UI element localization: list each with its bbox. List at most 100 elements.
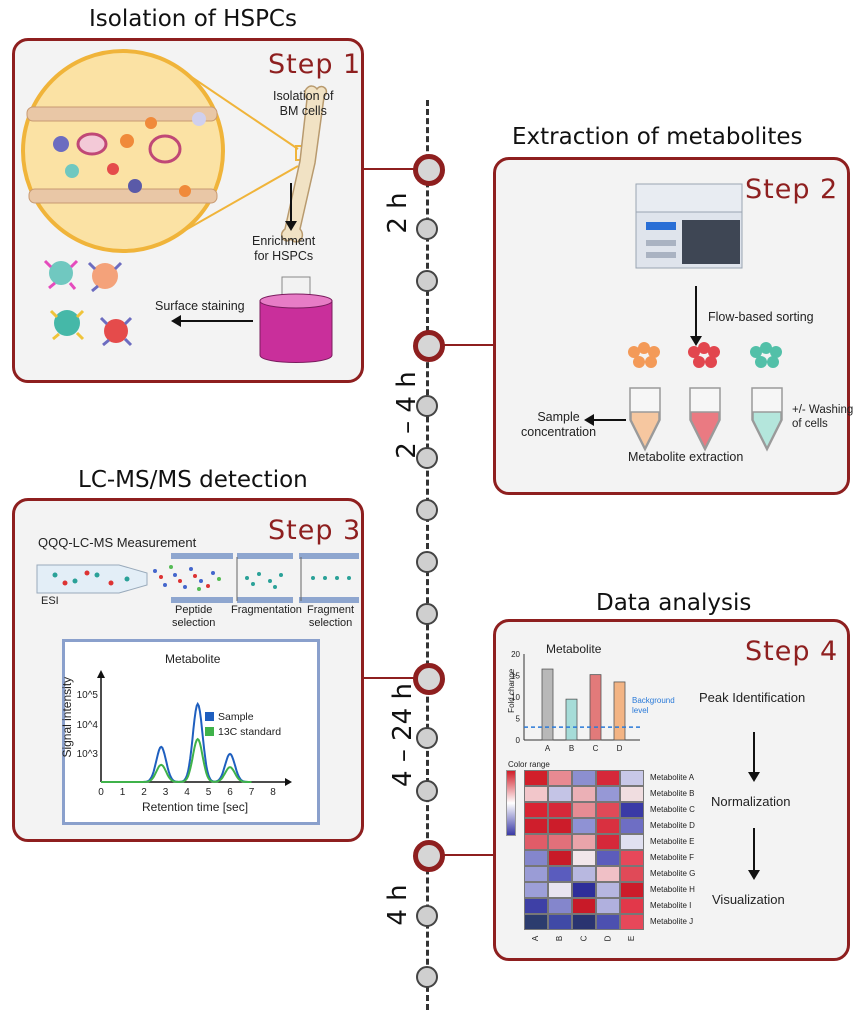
x-tick-label: 6 [227, 787, 233, 798]
heatmap-row-label: Metabolite H [650, 885, 695, 894]
workflow-step-visualization: Visualization [712, 892, 785, 907]
heatmap-cell [572, 882, 596, 898]
step4-label: Step 4 [745, 636, 839, 667]
heatmap-cell [572, 770, 596, 786]
step1-title: Isolation of HSPCs [89, 6, 297, 32]
heatmap-row-label: Metabolite I [650, 901, 692, 910]
heatmap-cell [548, 818, 572, 834]
step3-panel: Step 3 QQQ-LC-MS Measurement ESI Peptide… [12, 498, 364, 842]
chromatogram-xlabel: Retention time [sec] [142, 800, 249, 814]
heatmap-row-label: Metabolite B [650, 789, 695, 798]
mass-spec-illustration [36, 553, 359, 603]
heatmap-cell [572, 914, 596, 930]
heatmap-cell [620, 834, 644, 850]
heatmap-cell [620, 882, 644, 898]
heatmap-color-scale [506, 770, 516, 836]
connector-step2 [443, 344, 495, 346]
x-tick-label: 4 [184, 787, 190, 798]
heatmap-cell [524, 834, 548, 850]
y-axis-arrow [97, 670, 105, 678]
y-tick-label: 10^5 [77, 690, 99, 701]
timeline-node [416, 218, 438, 240]
bar-x-tick: B [569, 744, 574, 753]
sample-concentration-label: Sample concentration [521, 410, 597, 439]
heatmap-cell [620, 802, 644, 818]
heatmap-cell [548, 882, 572, 898]
timeline-node [416, 395, 438, 417]
timeline-node [416, 966, 438, 988]
heatmap-cell [620, 866, 644, 882]
heatmap-cell [548, 866, 572, 882]
heatmap-cell [572, 850, 596, 866]
heatmap-cell [524, 850, 548, 866]
heatmap-row-label: Metabolite G [650, 869, 696, 878]
fragmentation-label: Fragmentation [231, 604, 302, 616]
peptide-selection-label: Peptide selection [172, 604, 216, 630]
heatmap-cell [548, 802, 572, 818]
x-tick-label: 5 [206, 787, 212, 798]
duration-label-1: 2 h [383, 192, 413, 234]
washing-label: +/- Washing of cells [792, 404, 854, 430]
timeline-node [416, 447, 438, 469]
heatmap-cell [548, 786, 572, 802]
heatmap-cell [596, 786, 620, 802]
metabolite-extraction-label: Metabolite extraction [628, 450, 744, 464]
bone-marrow-illustration [21, 49, 333, 363]
heatmap-cell [524, 914, 548, 930]
step1-label: Step 1 [268, 49, 362, 80]
y-tick-label: 10^3 [77, 749, 99, 760]
heatmap-cell [620, 898, 644, 914]
timeline-node [416, 905, 438, 927]
heatmap-cell [524, 898, 548, 914]
connector-step3 [363, 677, 415, 679]
series-line [101, 737, 252, 784]
heatmap-cell [620, 914, 644, 930]
timeline-node [416, 727, 438, 749]
heatmap-title: Color range [508, 760, 550, 769]
bar [541, 668, 554, 741]
heatmap-cell [524, 802, 548, 818]
connector-step1 [363, 168, 415, 170]
heatmap-cell [524, 770, 548, 786]
x-tick-label: 0 [98, 787, 104, 798]
x-tick-label: 8 [270, 787, 276, 798]
heatmap-cell [548, 850, 572, 866]
connector-step4 [443, 854, 495, 856]
heatmap-cell [572, 898, 596, 914]
heatmap-cell [524, 866, 548, 882]
workflow-step-peak-identification: Peak Identification [699, 690, 806, 705]
chromatogram-ylabel: Signal intensity [60, 676, 75, 758]
legend-label: 13C standard [218, 726, 281, 738]
esi-label: ESI [41, 595, 59, 607]
heatmap-cell [596, 770, 620, 786]
heatmap-cell [596, 834, 620, 850]
timeline-node [416, 270, 438, 292]
heatmap-cell [596, 898, 620, 914]
x-tick-label: 2 [141, 787, 147, 798]
isolation-label: Isolation of BM cells [273, 89, 334, 118]
heatmap-row-label: Metabolite C [650, 805, 695, 814]
bar-y-tick: 5 [516, 715, 521, 724]
x-tick-label: 3 [163, 787, 169, 798]
duration-label-3: 4 – 24 h [388, 683, 418, 787]
step4-title: Data analysis [596, 590, 752, 616]
heatmap-cell [596, 914, 620, 930]
timeline-node [416, 780, 438, 802]
legend-swatch [205, 712, 214, 721]
heatmap-cell [548, 898, 572, 914]
heatmap-cell [620, 850, 644, 866]
x-tick-label: 1 [120, 787, 126, 798]
bar-x-tick: D [617, 744, 623, 753]
timeline-node [416, 551, 438, 573]
bar-y-tick: 10 [511, 693, 520, 702]
heatmap-cell [596, 866, 620, 882]
legend-label: Sample [218, 711, 254, 723]
step3-label: Step 3 [268, 515, 362, 546]
measurement-label: QQQ-LC-MS Measurement [38, 535, 197, 550]
timeline-node-step2 [413, 330, 445, 362]
bar-x-tick: C [593, 744, 599, 753]
step1-panel: Step 1 [12, 38, 364, 383]
